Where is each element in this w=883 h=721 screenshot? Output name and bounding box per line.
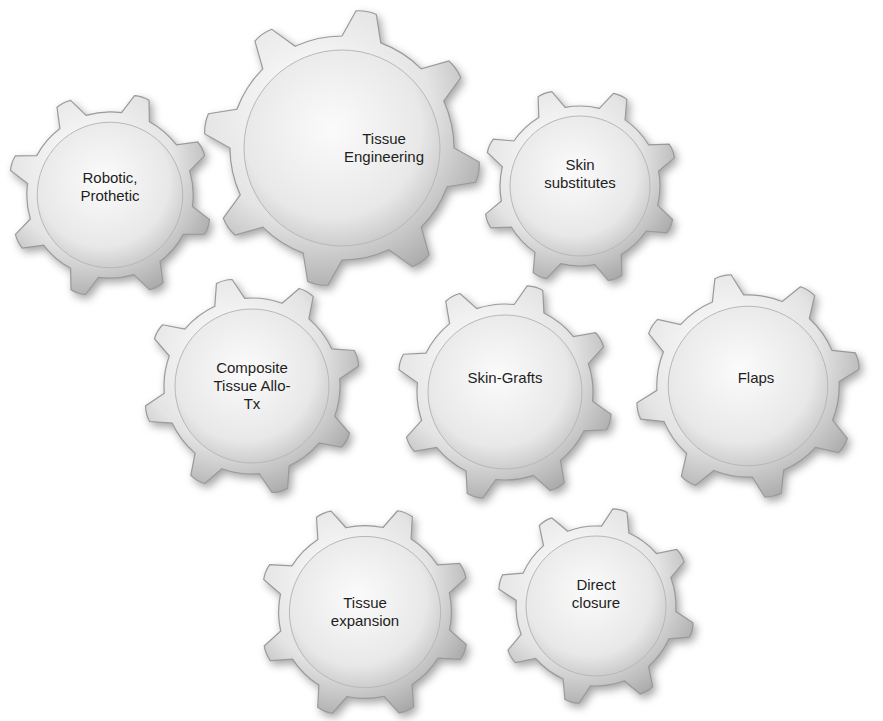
- gear-label: Skin substitutes: [536, 156, 624, 192]
- gear-hub: [428, 315, 582, 469]
- gear-outline: [264, 511, 467, 714]
- gear-text: Skin-Grafts: [445, 369, 565, 387]
- gear-hub: [244, 50, 440, 246]
- gear-node: Composite Tissue Allo-Tx: [142, 276, 362, 496]
- gear-outline: [145, 279, 358, 492]
- gear-hub: [289, 536, 440, 687]
- gear-shape: [202, 8, 482, 288]
- gear-outline: [637, 275, 859, 497]
- gear-label: Tissue expansion: [323, 594, 407, 630]
- gear-label: Flaps: [711, 369, 801, 387]
- gear-hub: [526, 536, 666, 676]
- gear-label: Skin-Grafts: [445, 369, 565, 387]
- gear-outline: [499, 509, 693, 703]
- gear-node: Robotic, Prothetic: [6, 91, 214, 299]
- gear-hub: [175, 309, 329, 463]
- gear-hub: [510, 116, 650, 256]
- gear-text: Flaps: [711, 369, 801, 387]
- gear-text: Skin substitutes: [536, 156, 624, 192]
- gear-label: Direct closure: [558, 576, 634, 612]
- gear-outline: [205, 11, 480, 286]
- gear-label: Robotic, Prothetic: [71, 169, 149, 205]
- gear-node: Direct closure: [496, 506, 696, 706]
- gear-shape: [395, 282, 615, 502]
- gear-outline: [399, 286, 611, 498]
- gear-node: Flaps: [634, 272, 862, 500]
- gear-node: Skin-Grafts: [395, 282, 615, 502]
- gear-text: Direct closure: [558, 576, 634, 612]
- gear-hub: [668, 306, 828, 466]
- gear-label: Composite Tissue Allo-Tx: [206, 359, 298, 413]
- gear-text: Tissue expansion: [323, 594, 407, 630]
- gear-text: Robotic, Prothetic: [71, 169, 149, 205]
- gear-node: Skin substitutes: [480, 86, 680, 286]
- gear-text: Tissue Engineering: [337, 130, 432, 166]
- gear-node: Tissue expansion: [257, 504, 473, 720]
- gear-hub: [37, 122, 183, 268]
- gear-node: Tissue Engineering: [202, 8, 482, 288]
- gear-outline: [486, 92, 675, 281]
- gear-text: Composite Tissue Allo-Tx: [206, 359, 298, 413]
- gear-label: Tissue Engineering: [337, 130, 432, 166]
- gear-outline: [11, 96, 210, 295]
